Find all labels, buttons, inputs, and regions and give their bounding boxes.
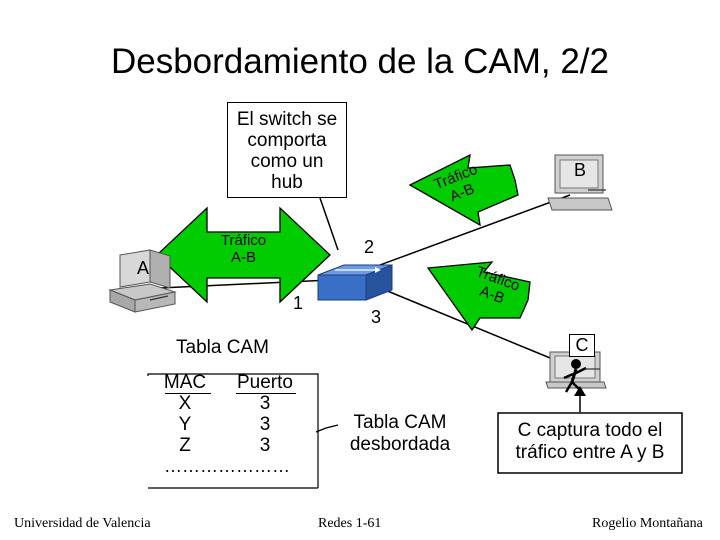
hub-callout-line: El switch se — [236, 109, 338, 130]
overflow-note-line: Tabla CAM — [353, 412, 447, 433]
pc-c-icon — [545, 351, 607, 389]
table-row: X 3 — [150, 393, 310, 414]
cam-cell-port: 3 — [259, 435, 271, 456]
capture-note-line: tráfico entre A y B — [515, 442, 665, 463]
cam-table-grid: MAC Puerto X 3 Y 3 Z 3 — [150, 372, 310, 456]
port-label-2: 2 — [364, 237, 375, 257]
host-label-a: A — [137, 258, 150, 278]
host-label-b: B — [574, 160, 587, 180]
cam-cell-port: 3 — [259, 393, 271, 414]
traffic-arrow-a-shape — [156, 206, 331, 304]
port-label-1: 1 — [293, 293, 304, 313]
table-row: Y 3 — [150, 414, 310, 435]
pc-b-icon — [547, 154, 613, 211]
cam-header-port: Puerto — [237, 372, 293, 393]
capture-note-box — [497, 412, 683, 474]
footer-left: Universidad de Valencia — [14, 516, 151, 531]
callout-pointer — [319, 197, 339, 251]
eavesdropper-icon — [563, 359, 587, 393]
mac-underline — [165, 393, 211, 394]
cam-cell-port: 3 — [259, 414, 271, 435]
hub-callout-line: como un — [250, 151, 324, 172]
switch-icon — [317, 264, 393, 301]
capture-note-line: C captura todo el — [517, 420, 663, 441]
cam-table: MAC Puerto X 3 Y 3 Z 3 ………………… — [150, 372, 310, 477]
cam-header-mac: MAC — [163, 372, 207, 393]
host-label-c: C — [569, 334, 595, 357]
traffic-label-a: Tráfico A-B — [207, 232, 280, 266]
cam-cell-mac: Z — [179, 435, 191, 456]
hub-callout-line: hub — [271, 172, 303, 193]
cam-cell-mac: X — [178, 393, 192, 414]
capture-note: C captura todo el tráfico entre A y B — [498, 420, 682, 464]
port-label-3: 3 — [371, 307, 382, 327]
cam-table-ellipsis: ………………… — [164, 456, 290, 476]
cam-arrow-shape — [315, 424, 339, 433]
cable-switch-b — [379, 194, 571, 266]
hub-callout: El switch se comporta como un hub — [227, 102, 347, 198]
footer-center: Redes 1-61 — [318, 516, 382, 531]
page-title: Desbordamiento de la CAM, 2/2 — [110, 42, 610, 81]
footer-right: Rogelio Montañana — [592, 516, 703, 531]
cam-table-title: Tabla CAM — [176, 337, 269, 358]
pc-a-icon — [108, 249, 177, 313]
cam-table-header: MAC Puerto — [150, 372, 310, 393]
cam-cell-mac: Y — [178, 414, 192, 435]
overflow-note-line: desbordada — [349, 434, 451, 455]
traffic-arrow-c-shape — [426, 261, 531, 332]
overflow-note: Tabla CAM desbordada — [338, 412, 462, 456]
table-row: Z 3 — [150, 435, 310, 456]
port-underline — [236, 393, 296, 394]
traffic-arrow-b-shape — [408, 153, 519, 227]
hub-callout-line: comporta — [247, 130, 327, 151]
traffic-label-line: Tráfico — [220, 232, 267, 249]
traffic-label-line: A-B — [230, 249, 256, 266]
